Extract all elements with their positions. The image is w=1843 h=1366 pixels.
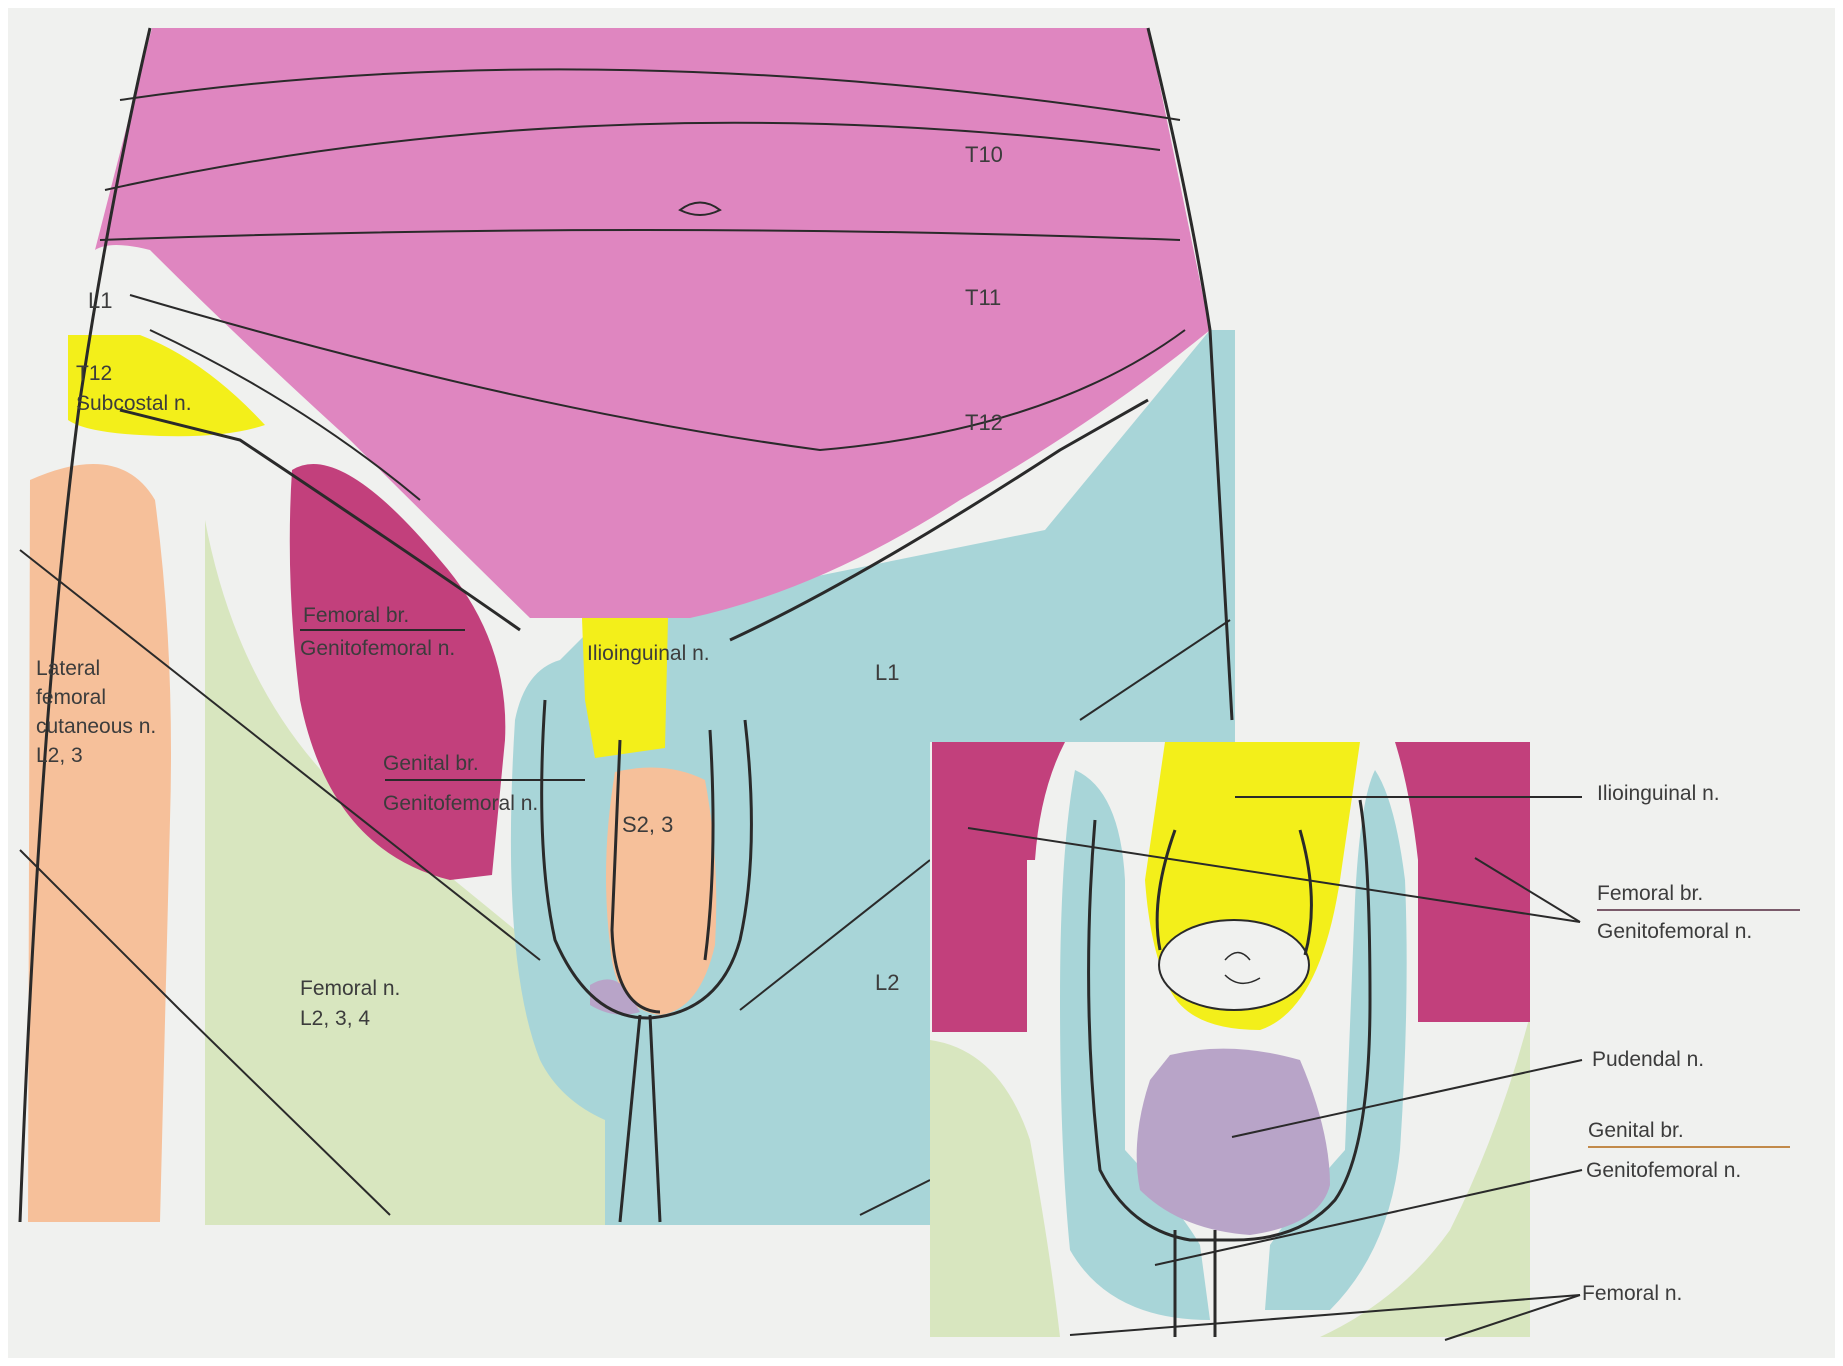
label-femoral-br-2: Genitofemoral n. xyxy=(300,637,455,660)
label-femoral-n-2: L2, 3, 4 xyxy=(300,1007,370,1030)
label-t12: T12 xyxy=(965,410,1003,435)
label-l1: L1 xyxy=(875,660,899,685)
label-lfc-1: Lateral xyxy=(36,657,100,680)
inset-label-femoral-br-2: Genitofemoral n. xyxy=(1597,920,1752,943)
label-t11: T11 xyxy=(965,285,1001,310)
label-genital-br-1: Genital br. xyxy=(383,752,479,775)
region-ilioinguinal xyxy=(582,618,668,758)
inset-label-femoral-n: Femoral n. xyxy=(1582,1282,1682,1305)
label-subcostal-2: Subcostal n. xyxy=(76,392,192,415)
label-lfc-3: cutaneous n. xyxy=(36,715,156,738)
inset-region-femoral-branch-left xyxy=(932,742,1027,1032)
inset-label-femoral-br-1: Femoral br. xyxy=(1597,882,1703,905)
label-lfc-2: femoral xyxy=(36,686,106,709)
label-femoral-n-1: Femoral n. xyxy=(300,977,400,1000)
region-lateral-femoral-cutaneous xyxy=(28,464,171,1222)
label-sacral: S2, 3 xyxy=(622,812,673,837)
label-ilioinguinal: Ilioinguinal n. xyxy=(587,642,710,665)
label-subcostal-1: T12 xyxy=(76,362,112,385)
inset-glans xyxy=(1159,920,1309,1010)
label-genital-br-2: Genitofemoral n. xyxy=(383,792,538,815)
label-l2: L2 xyxy=(875,970,899,995)
inset-label-pudendal: Pudendal n. xyxy=(1592,1048,1704,1071)
region-sacral xyxy=(606,768,716,1016)
inset-label-ilioinguinal: Ilioinguinal n. xyxy=(1597,782,1720,805)
label-t10: T10 xyxy=(965,142,1003,167)
inset-region-pudendal xyxy=(1137,1049,1330,1235)
inset-label-genital-br-1: Genital br. xyxy=(1588,1119,1684,1142)
label-l1-top: L1 xyxy=(88,288,112,313)
label-femoral-br-1: Femoral br. xyxy=(303,604,409,627)
label-lfc-4: L2, 3 xyxy=(36,744,83,767)
inset-label-genital-br-2: Genitofemoral n. xyxy=(1586,1159,1741,1182)
